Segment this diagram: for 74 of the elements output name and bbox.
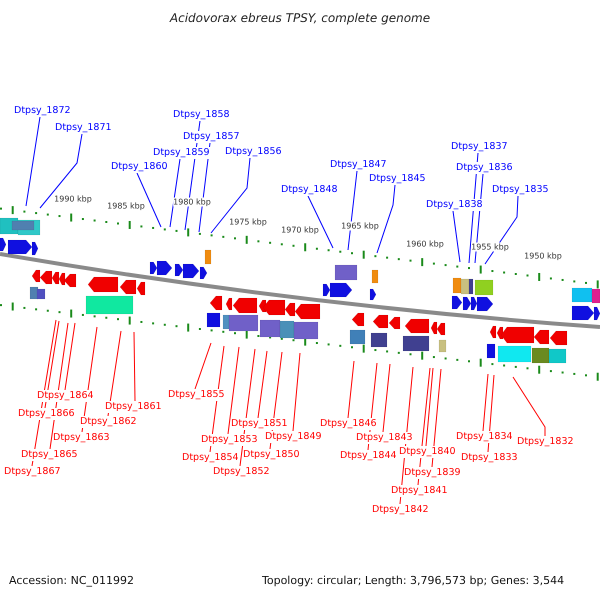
gene-label: Dtpsy_1840	[399, 446, 456, 458]
gene-label: Dtpsy_1857	[183, 131, 240, 143]
scale-label: 1955 kbp	[471, 242, 509, 252]
leader-line	[26, 116, 40, 206]
leader-line	[512, 376, 546, 436]
diagram-title: Acidovorax ebreus TPSY, complete genome	[170, 12, 430, 24]
leader-line	[292, 352, 300, 432]
leader-line	[170, 158, 180, 228]
leader-line	[64, 322, 76, 390]
gene-label: Dtpsy_1851	[231, 418, 288, 430]
gene-label: Dtpsy_1865	[21, 449, 78, 461]
leader-line	[108, 330, 122, 416]
gene-label: Dtpsy_1838	[426, 199, 483, 211]
gene-label: Dtpsy_1872	[14, 105, 71, 117]
gene-label: Dtpsy_1834	[456, 431, 513, 443]
gene-label: Dtpsy_1858	[173, 109, 230, 121]
gene-label: Dtpsy_1860	[111, 161, 168, 173]
scale-label: 1950 kbp	[524, 252, 562, 260]
leader-line	[484, 196, 518, 264]
gene-label: Dtpsy_1855	[168, 389, 225, 401]
scale-label: 1960 kbp	[406, 240, 444, 248]
leader-line	[258, 350, 268, 418]
leader-line	[426, 368, 434, 446]
gene-label: Dtpsy_1832	[517, 436, 574, 448]
gene-label: Dtpsy_1833	[461, 452, 518, 464]
gene-label: Dtpsy_1864	[37, 390, 94, 402]
leader-line	[452, 210, 460, 262]
leader-line	[40, 134, 82, 208]
scale-label: 1970 kbp	[281, 226, 319, 234]
gene-label: Dtpsy_1850	[243, 449, 300, 461]
gene-label: Dtpsy_1835	[492, 184, 549, 196]
gene-label: Dtpsy_1867	[4, 466, 61, 478]
gene-label: Dtpsy_1844	[340, 450, 397, 462]
gene-label: Dtpsy_1848	[281, 184, 338, 196]
gene-label: Dtpsy_1836	[456, 162, 513, 174]
leader-line	[482, 374, 488, 432]
gene-label: Dtpsy_1854	[182, 452, 239, 464]
gene-label: Dtpsy_1853	[201, 434, 258, 446]
gene-label: Dtpsy_1847	[330, 159, 387, 171]
gene-label: Dtpsy_1871	[55, 122, 112, 134]
leader-line	[348, 170, 358, 250]
gene-label: Dtpsy_1866	[18, 408, 75, 420]
gene-label: Dtpsy_1849	[265, 431, 322, 443]
gene-label: Dtpsy_1842	[372, 504, 429, 516]
leader-line	[382, 364, 390, 432]
genome-info: Topology: circular; Length: 3,796,573 bp; Genes: 3,544	[262, 575, 564, 587]
leader-line	[210, 158, 250, 234]
gene-label: Dtpsy_1845	[369, 173, 426, 185]
gene-label: Dtpsy_1852	[213, 466, 270, 478]
leader-line	[432, 368, 442, 468]
scale-label: 1985 kbp	[107, 202, 145, 210]
scale-label: 1965 kbp	[341, 222, 379, 230]
gene-label: Dtpsy_1859	[153, 147, 210, 159]
leader-line	[376, 184, 396, 254]
genome-info: Accession: NC_011992	[9, 575, 134, 587]
gene-label: Dtpsy_1839	[404, 467, 461, 479]
gene-label: Dtpsy_1863	[53, 432, 110, 444]
gene-label: Dtpsy_1856	[225, 146, 282, 158]
gene-label: Dtpsy_1861	[105, 401, 162, 413]
leader-line	[136, 172, 162, 228]
gene-label: Dtpsy_1841	[391, 485, 448, 497]
gene-label: Dtpsy_1843	[356, 432, 413, 444]
gene-label: Dtpsy_1837	[451, 141, 508, 153]
gene-label: Dtpsy_1846	[320, 418, 377, 430]
scale-label: 1980 kbp	[173, 198, 211, 206]
leader-line	[134, 332, 136, 402]
leader-line	[44, 320, 60, 408]
leader-line	[228, 346, 240, 434]
scale-label: 1975 kbp	[229, 218, 267, 226]
leader-line	[308, 196, 334, 248]
scale-label: 1990 kbp	[54, 194, 92, 204]
leader-line	[348, 360, 354, 418]
leader-line	[194, 342, 212, 390]
gene-label: Dtpsy_1862	[80, 416, 137, 428]
